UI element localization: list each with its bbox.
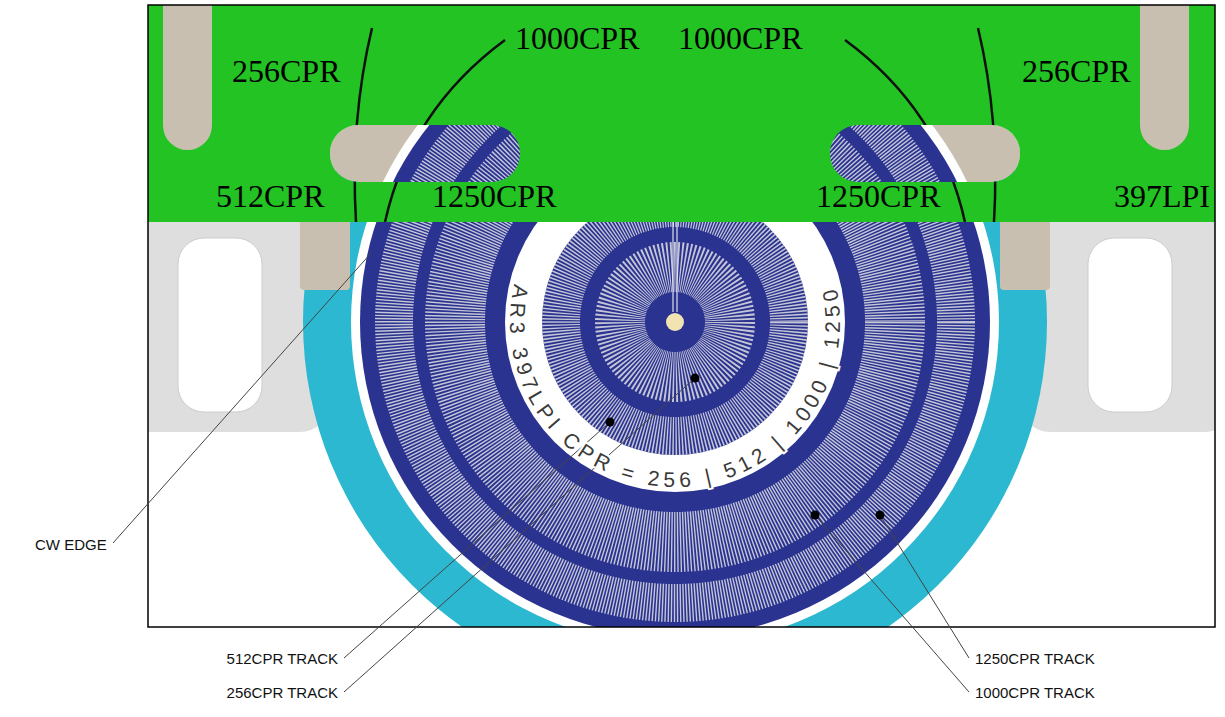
mount-slot (1140, 5, 1189, 150)
callout-label: 1250CPR TRACK (975, 650, 1095, 667)
track-dot (876, 511, 885, 520)
mount-hole (178, 238, 262, 412)
board-label: 512CPR (216, 180, 324, 212)
leader-line (113, 252, 372, 543)
track-dot (811, 511, 820, 520)
track-dot (691, 374, 700, 383)
track-512 (561, 208, 789, 436)
pcb-board (148, 5, 1215, 222)
leader-line (880, 515, 969, 658)
pcb-board: 256CPR 1000CPR 1000CPR 256CPR 512CPR 1250CPR 1… (148, 5, 1215, 222)
index-line (677, 222, 678, 312)
board-label: 256CPR (1022, 55, 1130, 87)
index-line (673, 222, 674, 312)
pcb (148, 5, 1215, 222)
radius-arc (978, 28, 995, 222)
board-label: 1000CPR (515, 22, 639, 54)
leader-line (344, 422, 610, 658)
frame (148, 5, 1215, 627)
inner-body (542, 189, 808, 455)
board-label: 1250CPR (432, 180, 556, 212)
callout-label: 1000CPR TRACK (975, 684, 1095, 701)
callout-label: CW EDGE (35, 536, 107, 553)
callout-label: 512CPR TRACK (227, 650, 338, 667)
track-256 (620, 267, 730, 377)
board-label: 1000CPR (678, 22, 802, 54)
wheel-marking-text: AR3 397LPI CPR = 256 | 512 | 1000 | 1250 (506, 283, 844, 491)
board-label: 397LPI (1114, 180, 1210, 212)
wheel-marking: AR3 397LPI CPR = 256 | 512 | 1000 | 1250 (506, 283, 844, 491)
wheel-marking: AR3 397LPI CPR = 256 | 512 | 1000 | 1250 (506, 283, 844, 491)
hub (666, 313, 684, 331)
board-label: 256CPR (232, 55, 340, 87)
callout-label: 256CPR TRACK (227, 684, 338, 701)
board-label: 1250CPR (816, 180, 940, 212)
mount-hole (1088, 238, 1172, 412)
leader-line (344, 378, 695, 692)
track-dot (606, 418, 615, 427)
leader-line (815, 515, 969, 692)
mount-slot (163, 5, 212, 150)
track-dots (606, 374, 885, 520)
radius-arc (355, 28, 372, 222)
assembly (148, 5, 1215, 627)
leader-lines (113, 252, 969, 692)
